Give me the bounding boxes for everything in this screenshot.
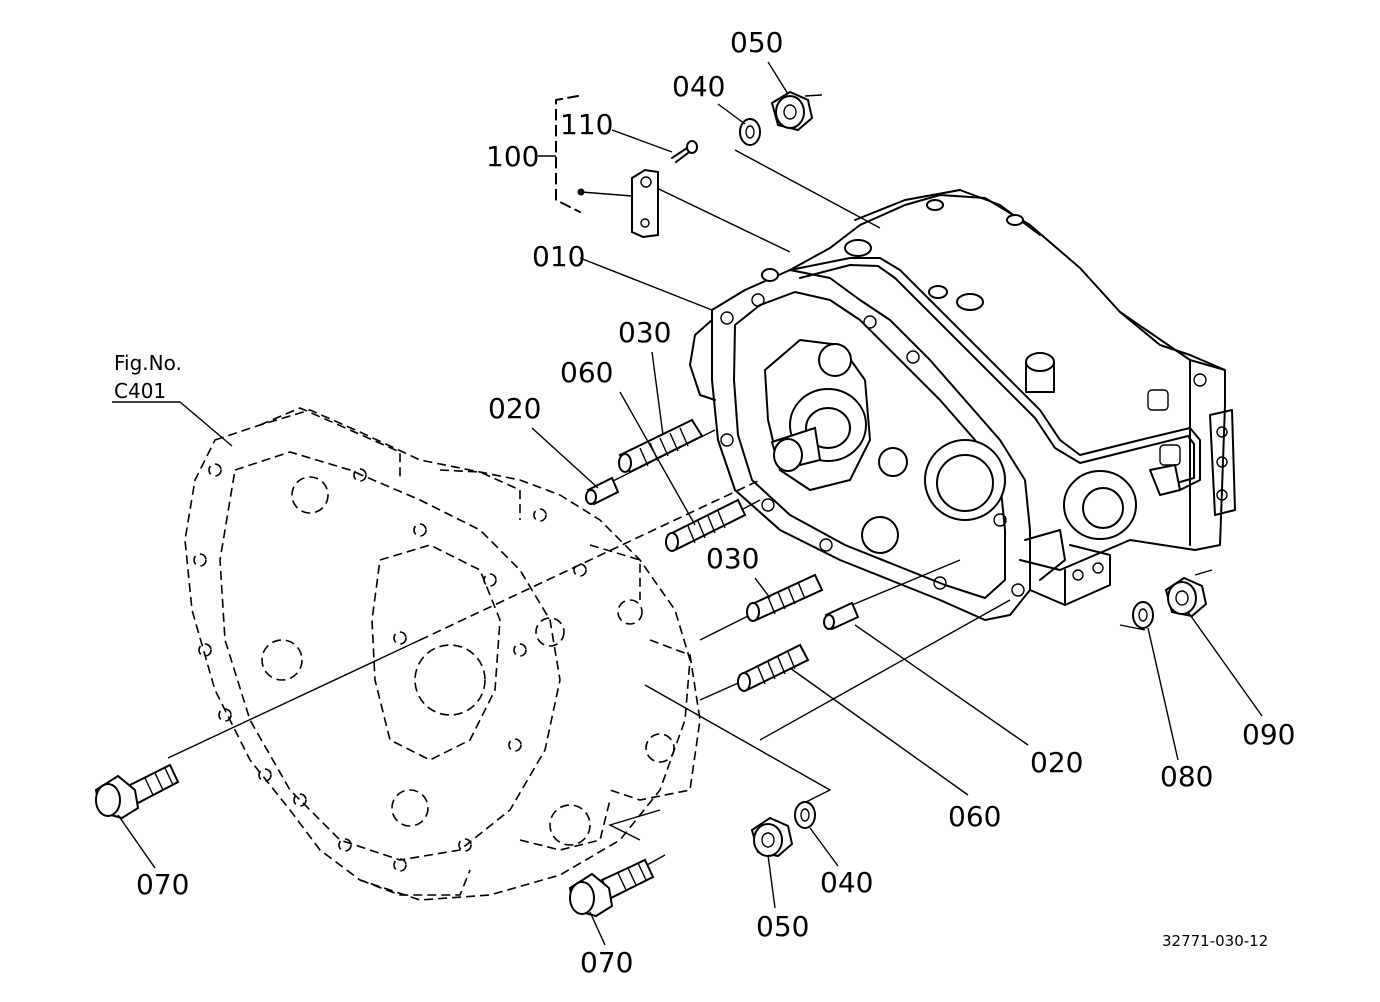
pin-020-right bbox=[823, 601, 860, 631]
washer-080 bbox=[1132, 601, 1154, 629]
label-040-bottom: 040 bbox=[820, 866, 873, 899]
stud-060-top bbox=[665, 498, 747, 552]
screw-110 bbox=[671, 140, 698, 163]
part-labels: 050 040 110 100 010 030 060 020 030 020 … bbox=[114, 26, 1295, 979]
label-060-top: 060 bbox=[560, 356, 613, 389]
bracket-100 bbox=[631, 168, 659, 239]
label-110: 110 bbox=[560, 108, 613, 141]
stud-030-mid bbox=[746, 573, 824, 622]
clutch-housing-reference bbox=[184, 407, 701, 901]
washer-040-top bbox=[739, 118, 761, 146]
transmission-case-010 bbox=[689, 189, 1236, 621]
label-100: 100 bbox=[486, 140, 539, 173]
assembly-lines bbox=[167, 94, 1213, 881]
nut-050-bottom bbox=[750, 816, 794, 858]
drawing-code: 32771-030-12 bbox=[1162, 932, 1268, 950]
label-090: 090 bbox=[1242, 718, 1295, 751]
stud-030-top bbox=[618, 418, 704, 474]
bolt-070-left bbox=[94, 763, 180, 820]
label-080: 080 bbox=[1160, 760, 1213, 793]
pin-020-top bbox=[585, 476, 620, 506]
fig-reference-number: C401 bbox=[114, 379, 166, 403]
stud-060-bottom bbox=[737, 643, 810, 692]
label-070-bottom: 070 bbox=[580, 946, 633, 979]
label-030-top: 030 bbox=[618, 316, 671, 349]
nut-050-top bbox=[770, 90, 814, 132]
label-010: 010 bbox=[532, 240, 585, 273]
top-fittings bbox=[761, 199, 1055, 393]
nut-090 bbox=[1164, 576, 1208, 618]
label-070-left: 070 bbox=[136, 868, 189, 901]
label-050-top: 050 bbox=[730, 26, 783, 59]
leader-lines bbox=[112, 61, 1263, 946]
label-060-bottom: 060 bbox=[948, 800, 1001, 833]
label-050-bottom: 050 bbox=[756, 910, 809, 943]
label-020-right: 020 bbox=[1030, 746, 1083, 779]
bolt-070-bottom bbox=[568, 858, 655, 918]
label-040-top: 040 bbox=[672, 70, 725, 103]
washer-040-bottom bbox=[794, 801, 816, 829]
fig-reference-label: Fig.No. bbox=[114, 351, 182, 375]
label-030-mid: 030 bbox=[706, 542, 759, 575]
label-020-top: 020 bbox=[488, 392, 541, 425]
